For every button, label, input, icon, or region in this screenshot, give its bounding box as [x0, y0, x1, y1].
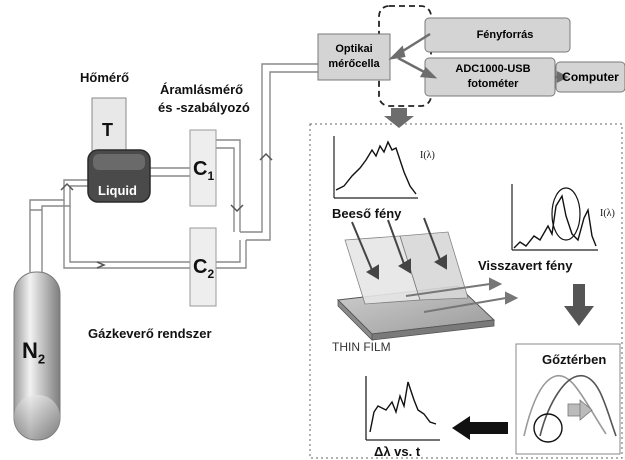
- optical-cell-box: [317, 33, 391, 81]
- delta-lambda-label: Δλ vs. t: [374, 444, 421, 459]
- light-path-arrows: [388, 32, 569, 84]
- intensity-label-2: I(λ): [600, 208, 615, 219]
- vapor-spectrum-plot: [523, 374, 617, 443]
- c2-sub: 2: [207, 267, 215, 281]
- c1-label: C1: [193, 158, 214, 183]
- flow-controller-c1: [189, 129, 217, 207]
- gas-tubing: [29, 63, 318, 272]
- thin-film-label: THIN FILM: [332, 340, 391, 354]
- photometer-label: ADC1000-USB fotométer: [432, 58, 554, 96]
- liquid-label: Liquid: [98, 183, 137, 198]
- computer-label: Computer: [562, 70, 619, 84]
- n2-label: N2: [22, 338, 45, 366]
- light-source-label: Fényforrás: [476, 29, 534, 41]
- flow-direction-arrows: [60, 152, 273, 269]
- n2-sub: 2: [37, 351, 46, 367]
- n2-main: N: [22, 338, 38, 363]
- optical-cell-line1: Optikai: [335, 43, 373, 55]
- vapor-label: Gőztérben: [542, 352, 607, 367]
- reflected-rays: [405, 277, 519, 313]
- reflected-spectrum-plot: [511, 184, 598, 251]
- n2-gas-cylinder: [13, 271, 61, 441]
- flow-controller-title-line2: és -szabályozó: [158, 100, 250, 115]
- c2-label: C2: [193, 256, 214, 281]
- light-source-box: [424, 17, 571, 53]
- optical-cell-label: Optikai mérőcella: [318, 34, 390, 80]
- photometer-line1: ADC1000-USB: [455, 63, 531, 75]
- incident-rays: [351, 217, 447, 280]
- delta-lambda-plot: [365, 376, 440, 441]
- incident-spectrum-plot: [333, 136, 418, 199]
- c2-main: C: [193, 256, 208, 278]
- thermometer-symbol: T: [102, 120, 113, 140]
- incident-light-label: Beeső fény: [332, 206, 402, 221]
- photometer-line2: fotométer: [467, 78, 519, 90]
- thermometer-label: Hőmérő: [80, 70, 130, 85]
- intensity-label-1: I(λ): [420, 150, 435, 161]
- c1-sub: 1: [207, 169, 215, 183]
- down-arrow-vapor-icon: [564, 284, 594, 326]
- reflected-light-label: Visszavert fény: [478, 258, 573, 273]
- left-arrow-icon: [452, 416, 508, 440]
- detail-panel: [309, 123, 623, 459]
- gas-mixer-label: Gázkeverő rendszer: [88, 326, 212, 341]
- flow-controller-c2: [189, 227, 217, 307]
- thin-film-illustration: [336, 231, 496, 341]
- optical-cell-line2: mérőcella: [328, 58, 380, 70]
- thermometer-stem: [91, 97, 127, 155]
- c1-main: C: [193, 158, 208, 180]
- flow-controller-title-line1: Áramlásmérő: [160, 82, 244, 97]
- down-arrow-icon: [384, 108, 414, 128]
